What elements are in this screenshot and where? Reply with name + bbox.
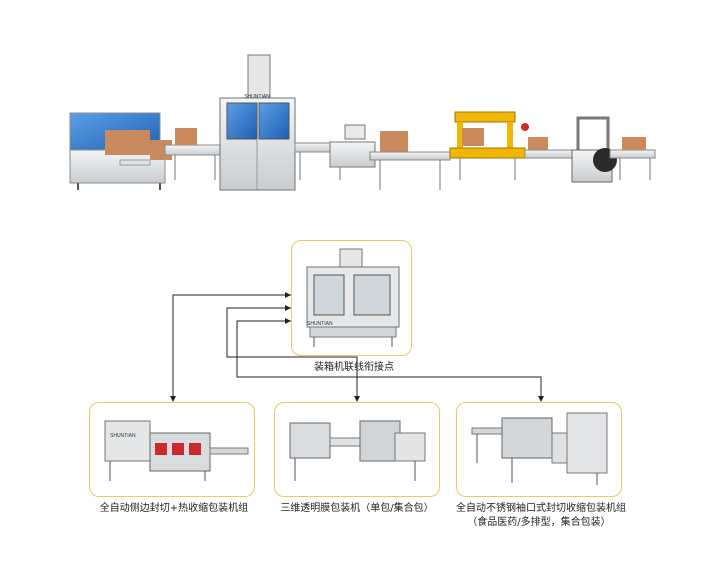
side-seal-shrink-machine-image [104, 420, 249, 481]
case-packer-machine: SHUNTIAN [219, 54, 296, 191]
junction-label: 装箱机联线衔接点 [314, 362, 394, 373]
strapping-machine [524, 116, 656, 183]
machine-3-caption-line2: （食品医药/多排型，集合包装） [467, 517, 611, 528]
machine-frame-3 [456, 402, 622, 497]
case-erector-machine [69, 112, 172, 190]
case-sealer-2 [449, 111, 548, 180]
machine-2-caption: 三维透明膜包装机（单包/集合包） [280, 503, 434, 514]
connector-lines [172, 294, 542, 398]
top-machine-brand: SHUNTIAN [244, 94, 270, 100]
hub-machine-brand: SHUNTIAN [307, 321, 333, 327]
hub-machine-frame: SHUNTIAN [291, 240, 412, 356]
sleeve-shrink-machine-image [471, 412, 608, 485]
arrowheads [170, 292, 544, 402]
conveyor-1 [164, 128, 221, 180]
case-sealer-1 [329, 124, 451, 190]
machine-1-caption: 全自动侧边封切+热收缩包装机组 [99, 503, 249, 514]
hub-machine-image [306, 248, 400, 347]
overwrapping-machine-image [289, 420, 426, 481]
machine-3-caption-line1: 全自动不锈钢袖口式封切收缩包装机组 [456, 503, 626, 514]
machine-1-brand: SHUNTIAN [110, 433, 136, 439]
machine-frame-1: SHUNTIAN [89, 402, 255, 497]
machine-frame-2 [274, 402, 440, 497]
